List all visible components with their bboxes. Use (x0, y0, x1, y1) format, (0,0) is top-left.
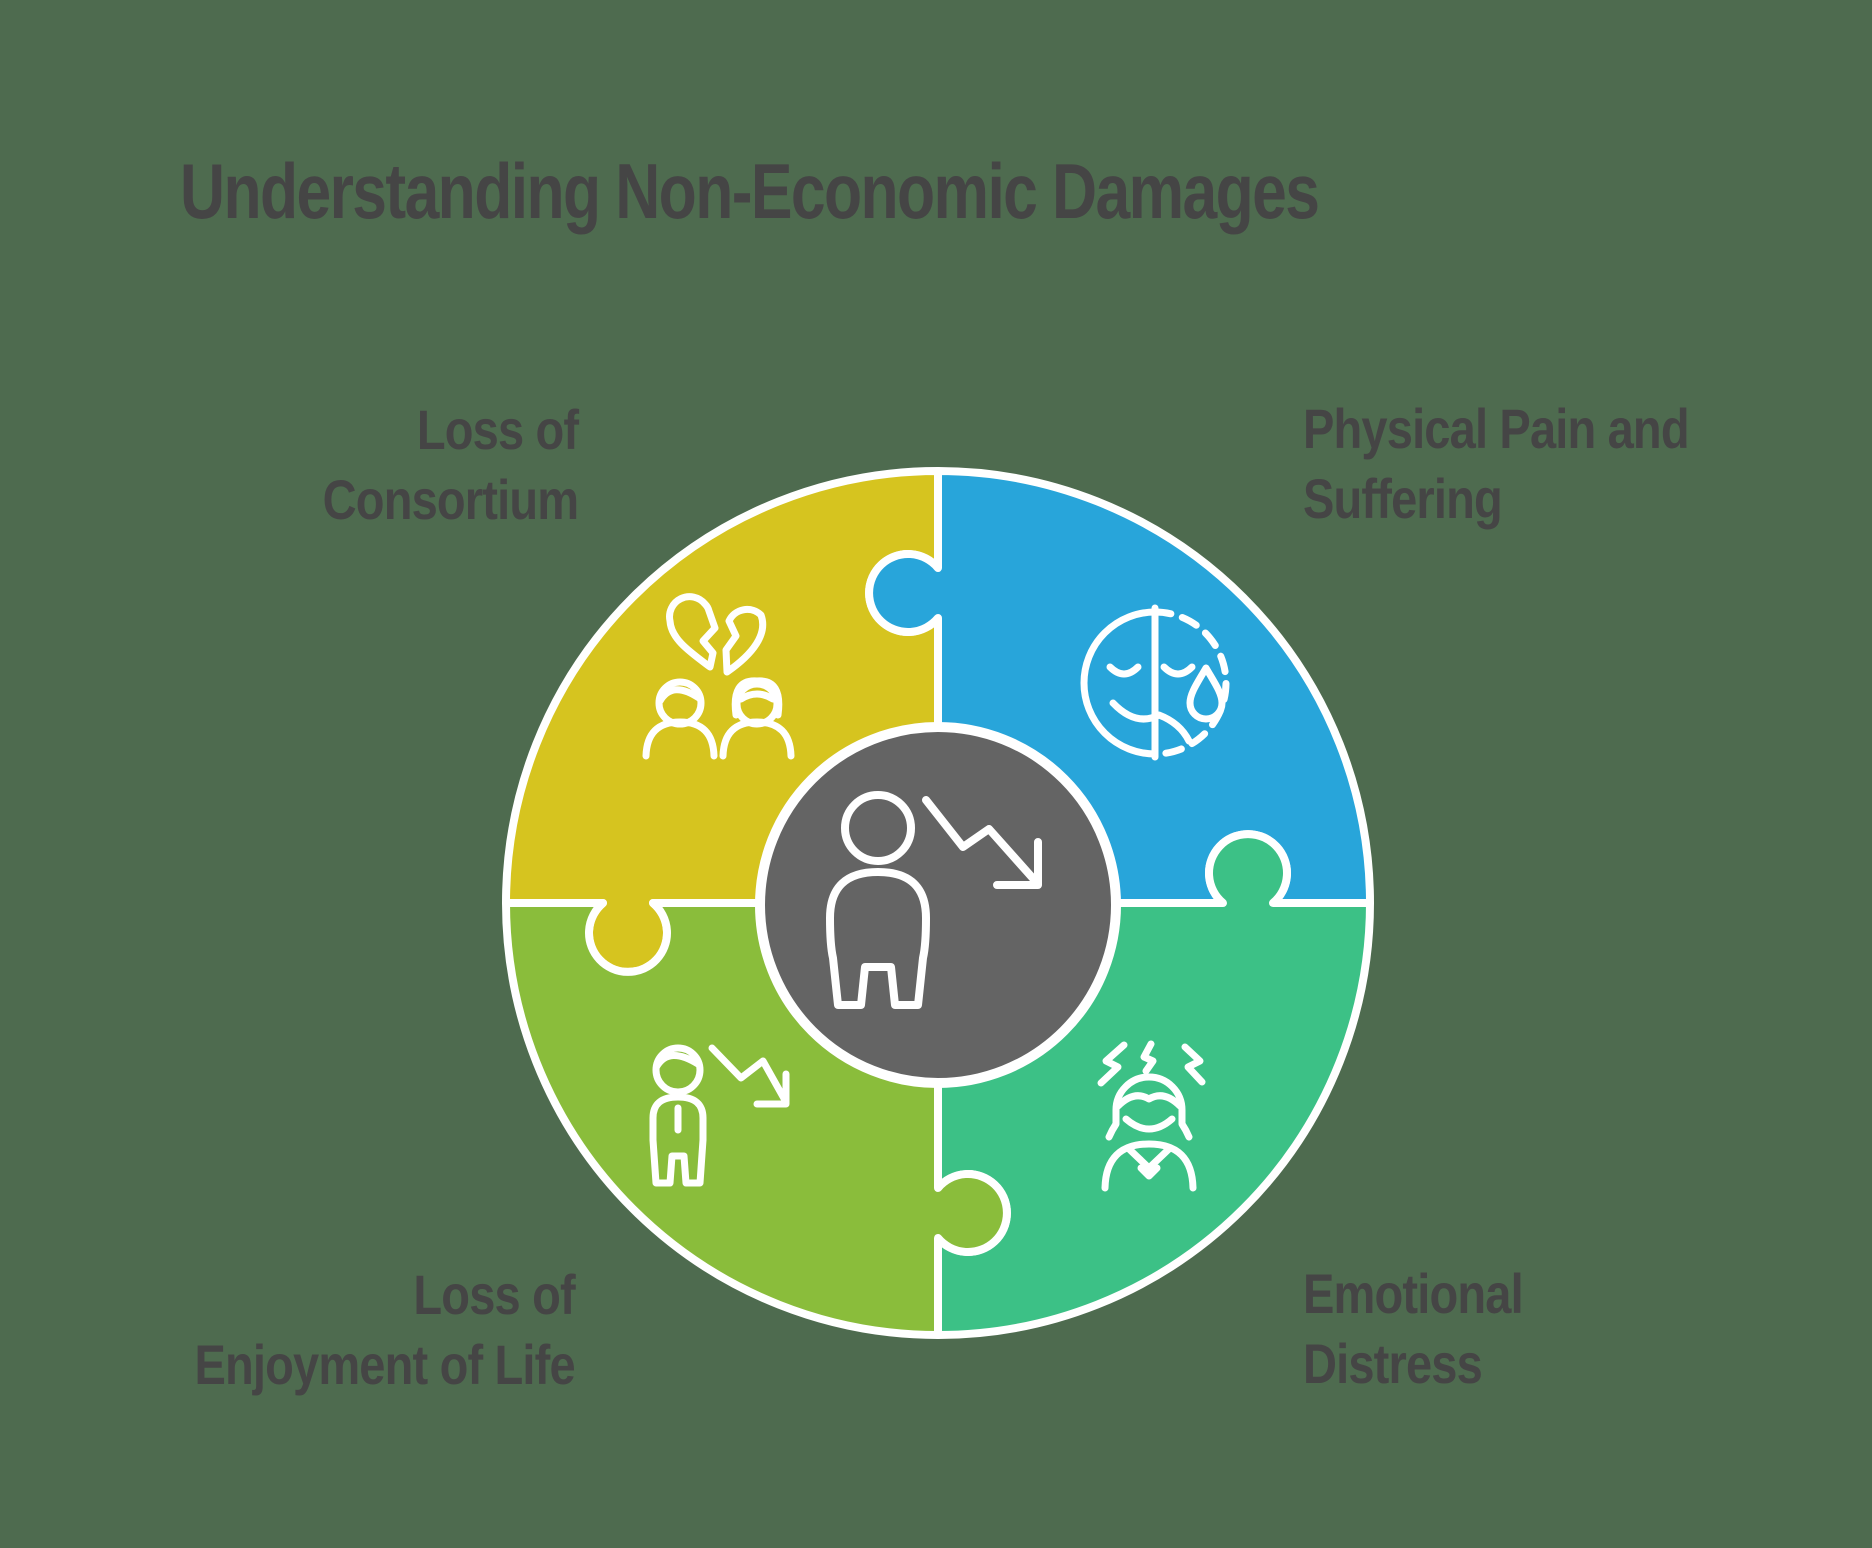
collar-chevron (1137, 1164, 1161, 1180)
stressed-person-icon (1097, 1040, 1206, 1192)
label-line: Loss of (416, 398, 579, 461)
center-hub-circle (755, 722, 1121, 1088)
label-physical-pain-and-suffering: Physical Pain and Suffering (1303, 394, 1690, 534)
mouth-curve (1109, 699, 1193, 745)
closed-eye-left (1106, 663, 1142, 678)
person-decline-arrow-icon (649, 1044, 790, 1187)
label-emotional-distress: Emotional Distress (1303, 1259, 1524, 1399)
woman-hair (731, 677, 783, 719)
person-hair (653, 1052, 702, 1070)
shoulders (1101, 1140, 1197, 1192)
broken-heart-left (666, 593, 719, 671)
woman-shoulders (719, 718, 795, 760)
stress-bolt-right (1181, 1043, 1206, 1086)
closed-eye-right (1160, 663, 1196, 678)
half-sad-face-tear-icon (1080, 604, 1230, 761)
face-left-outline (1080, 608, 1159, 758)
face-right-outline-dashed (1151, 608, 1230, 758)
stress-bolt-middle (1140, 1040, 1157, 1075)
broken-heart-couple-icon (642, 593, 795, 760)
decline-arrow (922, 796, 1042, 888)
decline-arrow (708, 1044, 790, 1106)
label-loss-of-enjoyment-of-life: Loss of Enjoyment of Life (194, 1260, 576, 1400)
label-line: Distress (1303, 1332, 1483, 1395)
person-head (652, 1044, 704, 1096)
label-line: Enjoyment of Life (194, 1333, 576, 1396)
decline-arrowhead (753, 1070, 790, 1108)
label-line: Physical Pain and (1303, 397, 1690, 460)
label-line: Emotional (1303, 1262, 1524, 1325)
person-body (649, 1093, 707, 1187)
person-head (841, 791, 915, 865)
collar-v (1124, 1144, 1174, 1172)
broken-heart-right (722, 605, 767, 676)
label-line: Suffering (1303, 467, 1503, 530)
man-shoulders (642, 718, 718, 760)
woman-hair-outline (1105, 1073, 1193, 1141)
stress-bolt-left (1097, 1041, 1128, 1087)
tear-drop (1186, 664, 1226, 723)
hair-fringe (1114, 1092, 1184, 1110)
person-decline-center-icon (826, 791, 1042, 1009)
chin-curve (1122, 1115, 1176, 1133)
decline-arrowhead (993, 838, 1042, 889)
person-body (826, 868, 930, 1009)
label-line: Loss of (413, 1263, 576, 1326)
label-line: Consortium (322, 468, 578, 531)
label-loss-of-consortium: Loss of Consortium (322, 395, 578, 535)
man-hair (656, 686, 703, 705)
page-title: Understanding Non-Economic Damages (180, 147, 1320, 235)
